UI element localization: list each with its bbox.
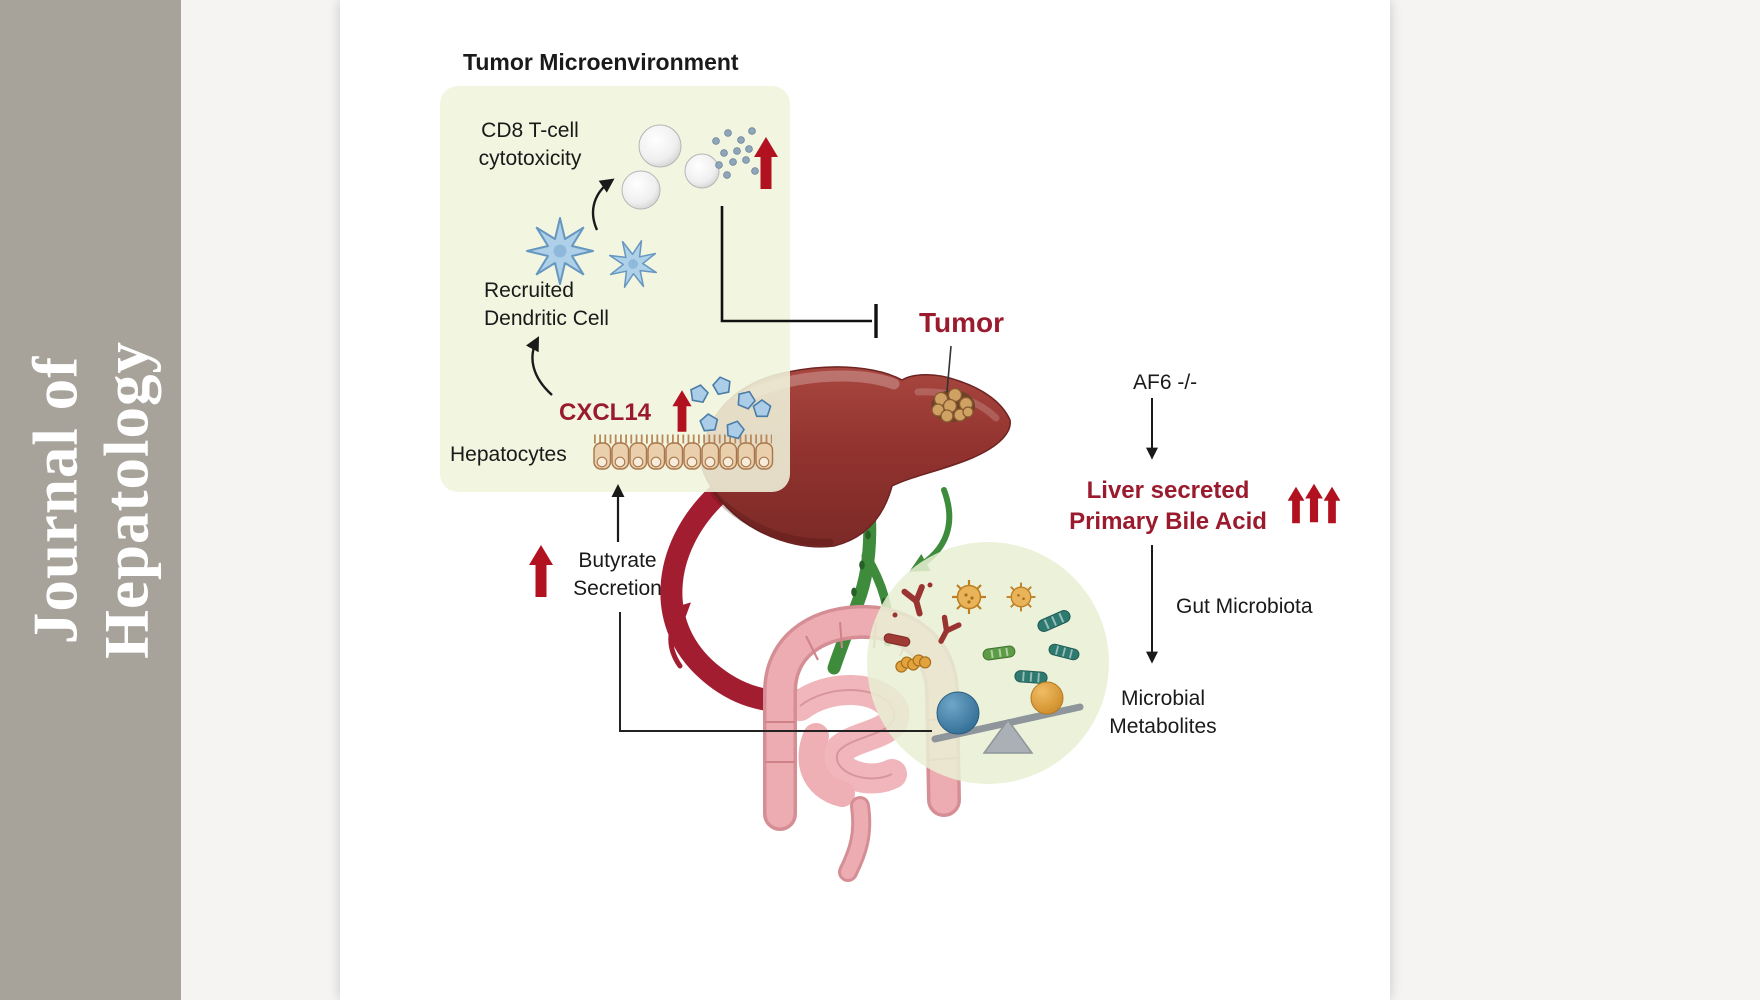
journal-banner: Journal of Hepatology <box>0 0 181 1000</box>
microbial-line2: Metabolites <box>1109 714 1217 738</box>
recruited-dc-line1: Recruited <box>484 279 574 302</box>
red-flow-arrow-icon <box>668 602 691 669</box>
bacteria-icons <box>883 580 1080 684</box>
metabolite-connector-line <box>619 612 932 732</box>
arrow-dendritic-to-cd8 <box>591 178 615 231</box>
tumor-pointer-line <box>946 345 952 393</box>
arrow-cxcl14-to-dendritic <box>525 336 553 396</box>
balance-scale-icon <box>931 681 1084 754</box>
recruited-dc-line2: Dendritic Cell <box>484 306 609 330</box>
microbiota-circle <box>867 542 1109 784</box>
cd8-label-line2: cytotoxicity <box>478 146 582 170</box>
bile-acid-line1: Liver secreted <box>1086 477 1250 504</box>
cd8-label-line1: CD8 T-cell <box>481 119 579 142</box>
cd8-label: CD8 T-cell cytotoxicity <box>455 117 605 172</box>
butyrate-line1: Butyrate <box>578 549 657 572</box>
hepatocytes-label: Hepatocytes <box>450 443 567 466</box>
triple-up-arrow-icon <box>1287 483 1341 524</box>
cxcl14-label: CXCL14 <box>559 399 652 426</box>
af6-label: AF6 -/- <box>1133 371 1198 394</box>
tumor-nodule-icon <box>931 387 975 423</box>
microbial-metabolites-label: Microbial Metabolites <box>1098 685 1228 740</box>
recruited-dc-label: Recruited Dendritic Cell <box>484 277 609 332</box>
microbial-line1: Microbial <box>1120 687 1206 710</box>
bile-acid-line2: Primary Bile Acid <box>1069 508 1267 536</box>
bile-acid-label: Liver secreted Primary Bile Acid <box>1058 475 1278 537</box>
tme-title: Tumor Microenvironment <box>463 49 739 75</box>
gut-microbiota-label: Gut Microbiota <box>1176 595 1313 618</box>
butyrate-label: Butyrate Secretion <box>560 547 675 602</box>
dendritic-cell-icons <box>526 217 666 297</box>
butyrate-line2: Secretion <box>573 576 662 600</box>
granule-dots-icon <box>712 127 759 179</box>
hepatocyte-strip-icon <box>593 434 774 470</box>
cd8-cell-icons <box>621 124 720 210</box>
up-arrow-icon-butyrate <box>529 545 553 597</box>
tumor-label: Tumor <box>919 307 1005 338</box>
inhibition-line <box>720 206 878 338</box>
